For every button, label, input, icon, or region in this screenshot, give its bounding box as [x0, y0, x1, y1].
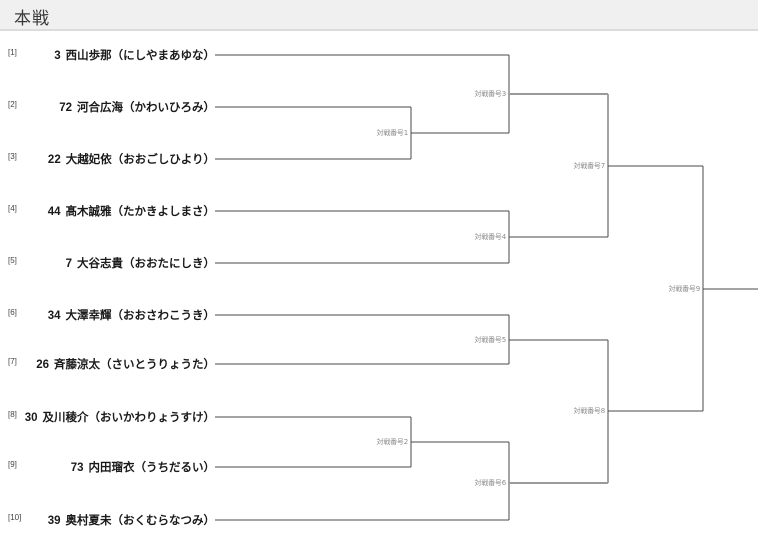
entrant-name: 西山歩那（にしやまあゆな） — [65, 48, 215, 62]
entrant-number: 39 — [47, 515, 61, 527]
page-header: 本戦 — [0, 0, 758, 31]
seed-tag: [5] — [8, 256, 17, 265]
seed-tag: [6] — [8, 308, 17, 317]
entrant-label: 39 奥村夏未（おくむらなつみ） — [48, 512, 215, 528]
entrant-name: 内田瑠衣（うちだるい） — [88, 460, 216, 474]
entrant-row[interactable]: [1] 3 西山歩那（にしやまあゆな） — [0, 47, 215, 63]
entrant-row[interactable]: [4] 44 髙木誠雅（たかきよしまさ） — [0, 203, 215, 219]
entrant-row[interactable]: [9] 73 内田瑠衣（うちだるい） — [0, 459, 215, 475]
entrant-label: 3 西山歩那（にしやまあゆな） — [54, 47, 215, 63]
entrant-number: 44 — [47, 206, 61, 218]
entrant-name: 大谷志貴（おおたにしき） — [77, 256, 215, 270]
seed-tag: [1] — [8, 48, 17, 57]
seed-tag: [10] — [8, 513, 22, 522]
entrant-row[interactable]: [8] 30 及川稜介（おいかわりょうすけ） — [0, 409, 215, 425]
entrant-name: 及川稜介（おいかわりょうすけ） — [42, 410, 216, 424]
entrant-label: 26 斉藤涼太（さいとうりょうた） — [36, 356, 215, 372]
seed-tag: [8] — [8, 410, 17, 419]
entrant-row[interactable]: [5] 7 大谷志貴（おおたにしき） — [0, 255, 215, 271]
entrant-label: 73 内田瑠衣（うちだるい） — [71, 459, 215, 475]
bracket-lines — [215, 54, 758, 521]
entrant-number: 26 — [36, 359, 49, 371]
entrant-name: 奥村夏未（おくむらなつみ） — [65, 513, 216, 527]
match-label-6: 対戦番号6 — [474, 479, 507, 487]
entrant-number: 3 — [54, 50, 61, 62]
seed-tag: [7] — [8, 357, 17, 366]
tournament-bracket: [1] 3 西山歩那（にしやまあゆな） [2] 72 河合広海（かわいひろみ） [3… — [0, 33, 758, 542]
entrant-row[interactable]: [7] 26 斉藤涼太（さいとうりょうた） — [0, 356, 215, 372]
entrant-number: 22 — [47, 154, 61, 166]
seed-tag: [2] — [8, 100, 17, 109]
entrant-row[interactable]: [10] 39 奥村夏未（おくむらなつみ） — [0, 512, 215, 528]
entrant-number: 30 — [24, 412, 38, 424]
match-label-4: 対戦番号4 — [474, 233, 507, 241]
page-title: 本戦 — [14, 9, 50, 29]
entrant-name: 斉藤涼太（さいとうりょうた） — [54, 357, 215, 371]
match-label-2: 対戦番号2 — [376, 438, 409, 446]
entrant-label: 34 大澤幸輝（おおさわこうき） — [48, 307, 215, 323]
match-label-7: 対戦番号7 — [573, 162, 606, 170]
entrant-row[interactable]: [2] 72 河合広海（かわいひろみ） — [0, 99, 215, 115]
match-label-8: 対戦番号8 — [573, 407, 606, 415]
entrant-name: 大澤幸輝（おおさわこうき） — [65, 308, 216, 322]
entrant-label: 72 河合広海（かわいひろみ） — [59, 99, 215, 115]
entrant-row[interactable]: [3] 22 大越妃依（おおごしひより） — [0, 151, 215, 167]
seed-tag: [3] — [8, 152, 17, 161]
entrant-name: 河合広海（かわいひろみ） — [77, 100, 215, 114]
entrant-number: 34 — [47, 310, 61, 322]
match-label-9: 対戦番号9 — [668, 285, 701, 293]
entrant-label: 7 大谷志貴（おおたにしき） — [66, 255, 215, 271]
entrant-label: 44 髙木誠雅（たかきよしまさ） — [48, 203, 215, 219]
entrant-number: 7 — [65, 258, 72, 270]
seed-tag: [9] — [8, 460, 17, 469]
match-label-3: 対戦番号3 — [474, 90, 507, 98]
entrant-number: 73 — [70, 462, 84, 474]
match-label-5: 対戦番号5 — [474, 336, 507, 344]
entrant-number: 72 — [59, 102, 72, 114]
entrant-name: 髙木誠雅（たかきよしまさ） — [65, 204, 216, 218]
entrant-row[interactable]: [6] 34 大澤幸輝（おおさわこうき） — [0, 307, 215, 323]
entrant-name: 大越妃依（おおごしひより） — [65, 152, 215, 166]
seed-tag: [4] — [8, 204, 17, 213]
entrant-label: 22 大越妃依（おおごしひより） — [48, 151, 215, 167]
entrant-label: 30 及川稜介（おいかわりょうすけ） — [25, 409, 215, 425]
match-label-1: 対戦番号1 — [376, 129, 409, 137]
